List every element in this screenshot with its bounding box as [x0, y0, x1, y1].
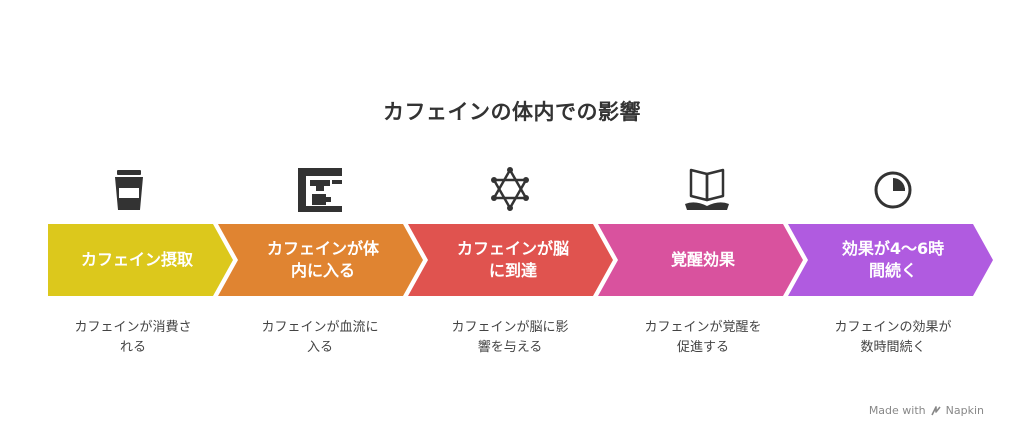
coffee-cup-icon: [99, 164, 159, 214]
step-label-1: カフェイン摂取: [80, 250, 193, 269]
step-description-5: カフェインの効果が数時間続く: [834, 320, 952, 355]
step-arrow-3: [408, 224, 613, 296]
step-label-3: カフェインが脳に到達: [456, 239, 569, 280]
step-label-5: 効果が4〜6時間続く: [841, 239, 945, 280]
step-description-4: カフェインが覚醒を促進する: [644, 320, 762, 355]
clock-icon: [863, 164, 923, 214]
step-label-4: 覚醒効果: [670, 250, 735, 269]
made-with-text: Made with: [868, 404, 926, 417]
napkin-brand-text: Napkin: [945, 404, 984, 417]
process-arrows: [48, 224, 993, 296]
napkin-logo-icon: [930, 405, 941, 415]
step-arrow-5: [788, 224, 993, 296]
made-with-napkin[interactable]: Made with Napkin: [869, 404, 984, 417]
molecule-star-icon: [480, 164, 540, 214]
step-description-3: カフェインが脳に影響を与える: [451, 320, 569, 355]
step-description-1: カフェインが消費される: [74, 320, 192, 355]
step-arrow-2: [218, 224, 423, 296]
step-arrow-4: [598, 224, 803, 296]
step-description-2: カフェインが血流に入る: [261, 320, 379, 355]
diagram-title: カフェインの体内での影響: [383, 100, 641, 124]
open-book-hand-icon: [677, 164, 737, 214]
espresso-machine-icon: [290, 164, 350, 214]
step-label-2: カフェインが体内に入る: [266, 239, 379, 280]
step-arrow-1: [48, 224, 233, 296]
